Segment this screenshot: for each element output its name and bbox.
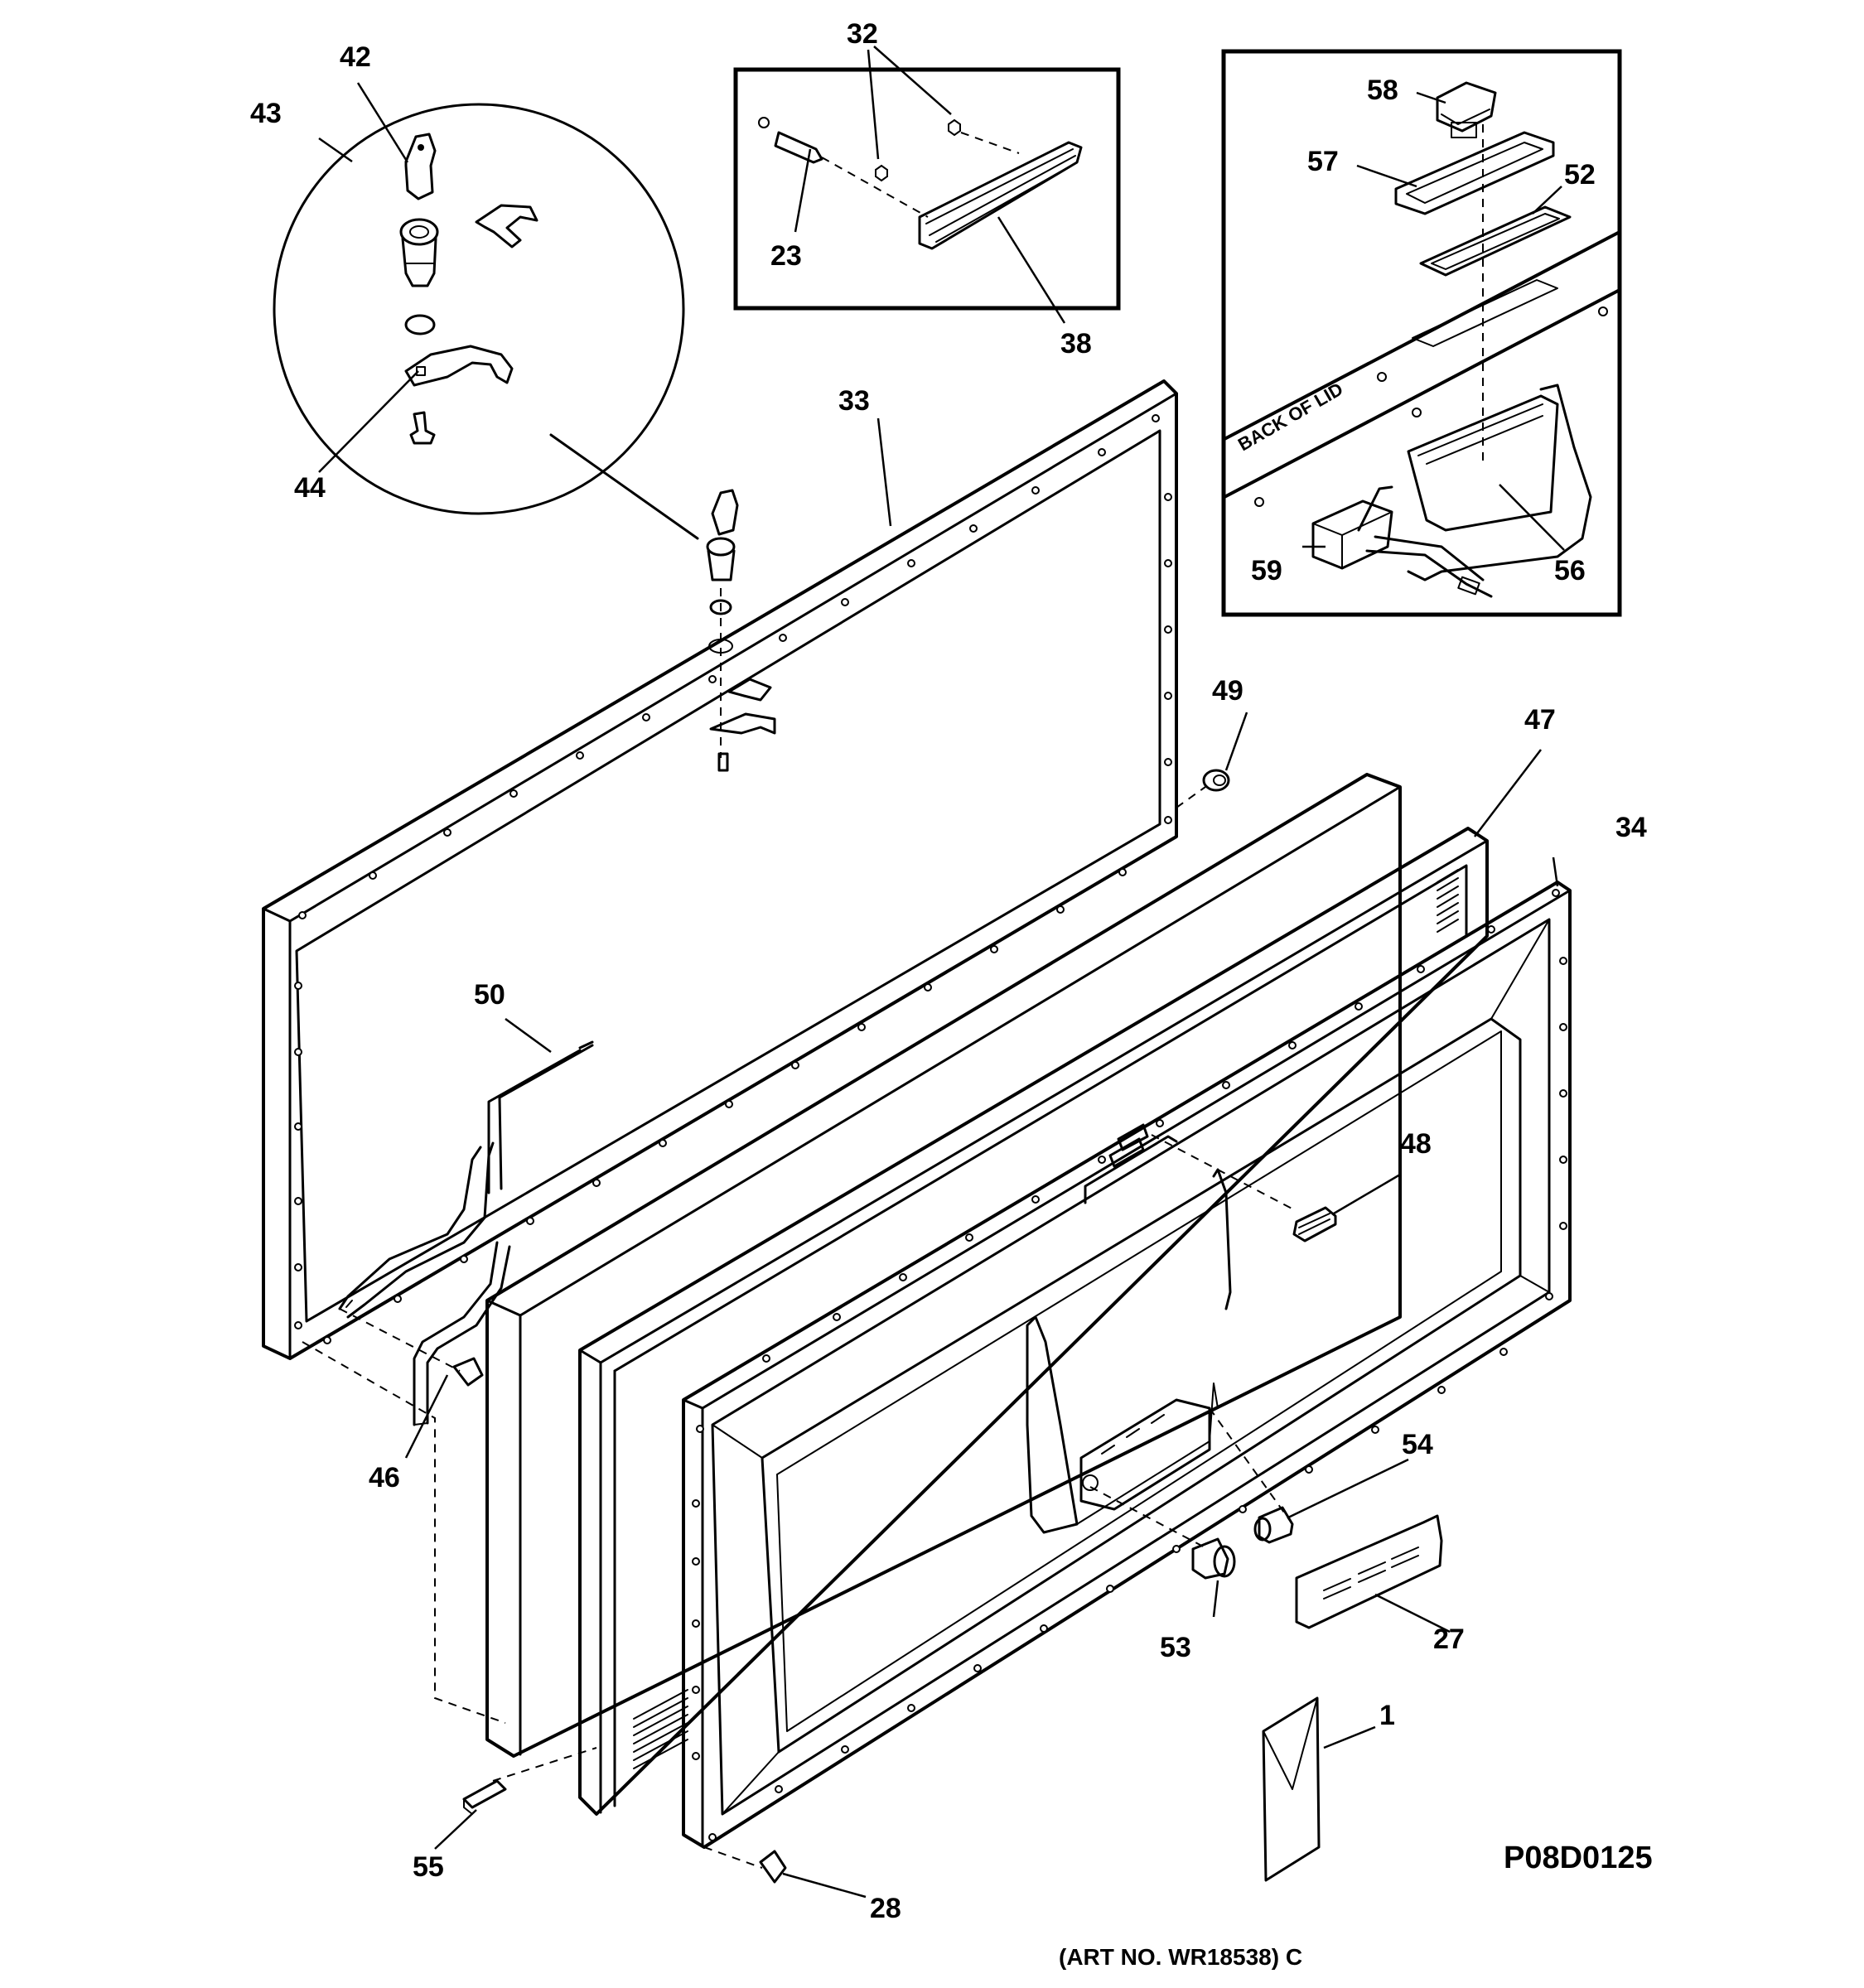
lid-frame-outer <box>262 379 1178 1360</box>
lock-screw <box>409 411 436 445</box>
lid-edge-lower <box>1224 288 1620 499</box>
lock-detail-circle <box>273 103 685 515</box>
callout-42: 42 <box>340 41 371 73</box>
gasket-47 <box>578 749 1542 1816</box>
inset-handle-frame <box>733 67 1121 311</box>
callout-44: 44 <box>294 472 326 504</box>
callout-33: 34 <box>1615 812 1647 843</box>
screw-46 <box>452 1357 484 1387</box>
callout-49: 49 <box>1212 675 1243 707</box>
callout-56: 56 <box>1554 555 1586 586</box>
cap-49 <box>1202 769 1230 792</box>
drawing-id: P08D0125 <box>1504 1841 1653 1875</box>
callout-48: 48 <box>1400 1128 1432 1160</box>
panel-well <box>761 1017 1522 1754</box>
lid-edge-upper <box>1224 230 1620 441</box>
nut-28-b <box>948 118 961 137</box>
light-box <box>1079 1398 1211 1511</box>
socket-59 <box>1311 499 1393 570</box>
liner-block <box>485 773 1402 1758</box>
gasket-52 <box>1419 205 1572 277</box>
key-42 <box>404 133 437 200</box>
misc-parts <box>434 1696 1376 1899</box>
callout-47: 47 <box>1524 704 1556 736</box>
divider-right <box>1212 1168 1232 1310</box>
callout-32: 33 <box>838 385 870 417</box>
cam-44 <box>404 345 514 387</box>
bezel-57 <box>1394 131 1555 215</box>
retaining-clip <box>475 204 538 248</box>
socket-53 <box>1191 1537 1229 1580</box>
lid-frame-inner <box>295 429 1161 1323</box>
callout-43: 43 <box>250 98 282 129</box>
lamp-housing-56 <box>1407 394 1559 532</box>
panel-screw-holes <box>692 889 1567 1841</box>
callout-23: 23 <box>770 240 802 272</box>
lamp-parts <box>1089 1407 1451 1633</box>
envelope-1 <box>1262 1696 1321 1882</box>
handle-bar <box>918 141 1083 250</box>
art-number: (ART NO. WR18538) C <box>1059 1944 1302 1970</box>
lid-key <box>711 489 739 536</box>
callout-53: 53 <box>1160 1632 1191 1663</box>
callout-52: 52 <box>1564 159 1596 191</box>
callout-28: 32 <box>847 18 878 50</box>
washer <box>758 117 770 128</box>
callout-27: 28 <box>870 1893 901 1924</box>
panel-rim <box>711 918 1551 1816</box>
bulb-54 <box>1258 1506 1294 1544</box>
screw-23 <box>774 131 823 164</box>
lid-screw-holes <box>294 414 1172 1344</box>
inset-handle <box>733 46 1121 324</box>
nut-28-a <box>875 164 888 182</box>
gasket-outer <box>578 827 1489 1816</box>
wire-50 <box>498 1044 594 1190</box>
inset-light: BACK OF LID <box>1221 49 1622 617</box>
lid-liner <box>485 773 1402 1758</box>
callout-38: 38 <box>1060 328 1092 359</box>
callout-34: 27 <box>1433 1624 1465 1655</box>
clip-48 <box>1292 1206 1337 1242</box>
callout-labels: 42 43 44 32 23 38 58 57 52 59 56 33 49 4… <box>250 18 1647 1924</box>
o-ring <box>404 314 436 335</box>
callout-58: 58 <box>1367 75 1398 106</box>
callout-54: 54 <box>1402 1429 1433 1460</box>
lid-lock-cylinder <box>706 537 736 557</box>
callout-50: 50 <box>474 979 505 1011</box>
lamp-wire-56 <box>1407 384 1592 581</box>
lid-panel-33 <box>682 856 1572 1849</box>
divider-left <box>1026 1315 1079 1534</box>
screw-27 <box>759 1850 787 1884</box>
inset-light-frame <box>1221 49 1622 617</box>
lid-32 <box>262 379 1248 1724</box>
callout-1: 1 <box>1379 1700 1395 1731</box>
lid-cutout <box>1412 279 1558 347</box>
callout-55: 55 <box>413 1851 444 1883</box>
panel-outer <box>682 881 1572 1849</box>
callout-59: 59 <box>1251 555 1282 586</box>
switch-58 <box>1436 81 1497 133</box>
light-shield-34 <box>1295 1514 1443 1629</box>
callout-57: 57 <box>1307 146 1339 177</box>
lock-cylinder <box>399 218 439 246</box>
callout-46: 46 <box>369 1462 400 1493</box>
clip-55 <box>462 1779 507 1809</box>
lock-detail <box>273 82 699 540</box>
